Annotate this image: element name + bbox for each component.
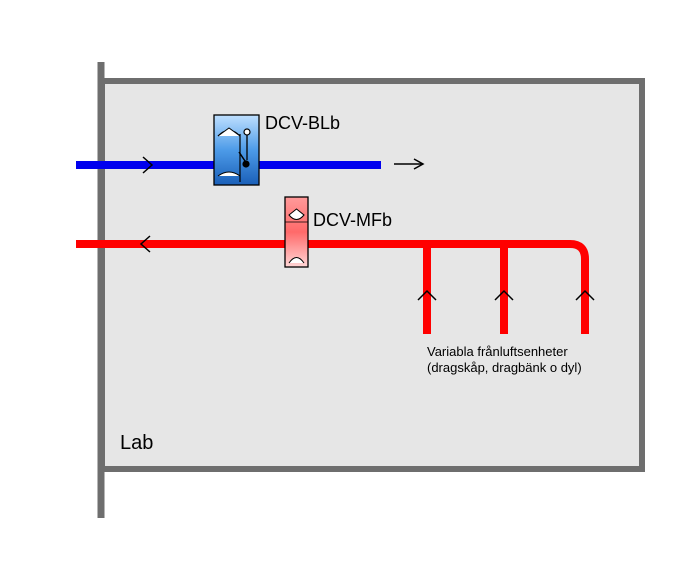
exhaust-damper-label: DCV-MFb xyxy=(313,210,392,230)
exhaust-units-label-line1: Variabla frånluftsenheter xyxy=(427,344,568,359)
vav-damper-icon xyxy=(284,196,309,268)
branch-3-flow-arrow xyxy=(575,289,595,301)
supply-outlet-arrow xyxy=(394,158,425,170)
supply-damper-label: DCV-BLb xyxy=(265,113,340,133)
supply-flow-arrow xyxy=(142,156,154,174)
room-label: Lab xyxy=(120,432,153,454)
supply-damper-unit xyxy=(213,114,260,186)
exhaust-units-label-line2: (dragskåp, dragbänk o dyl) xyxy=(427,360,582,375)
exhaust-flow-arrow xyxy=(139,235,151,253)
lab-room xyxy=(99,78,645,472)
branch-2-flow-arrow xyxy=(494,289,514,301)
exhaust-duct xyxy=(76,240,589,334)
exhaust-damper-unit xyxy=(284,196,309,268)
branch-1-flow-arrow xyxy=(417,289,437,301)
